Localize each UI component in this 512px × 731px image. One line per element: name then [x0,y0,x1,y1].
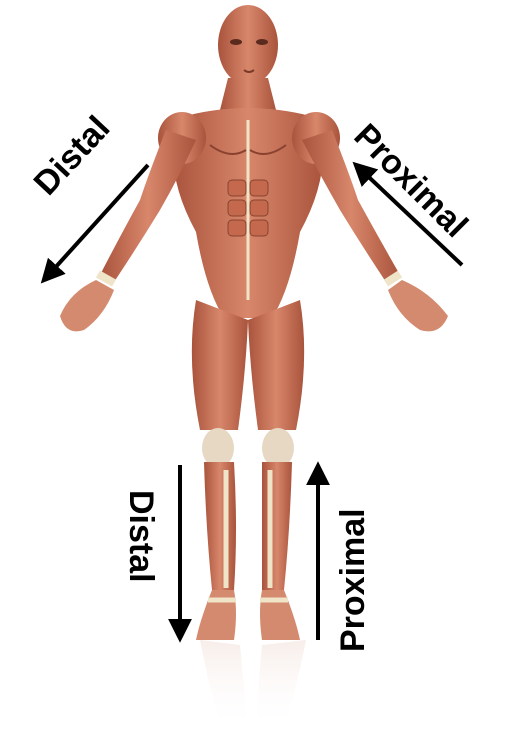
proximal-label-leg: Proximal [336,508,370,652]
distal-label-leg: Distal [124,490,158,583]
